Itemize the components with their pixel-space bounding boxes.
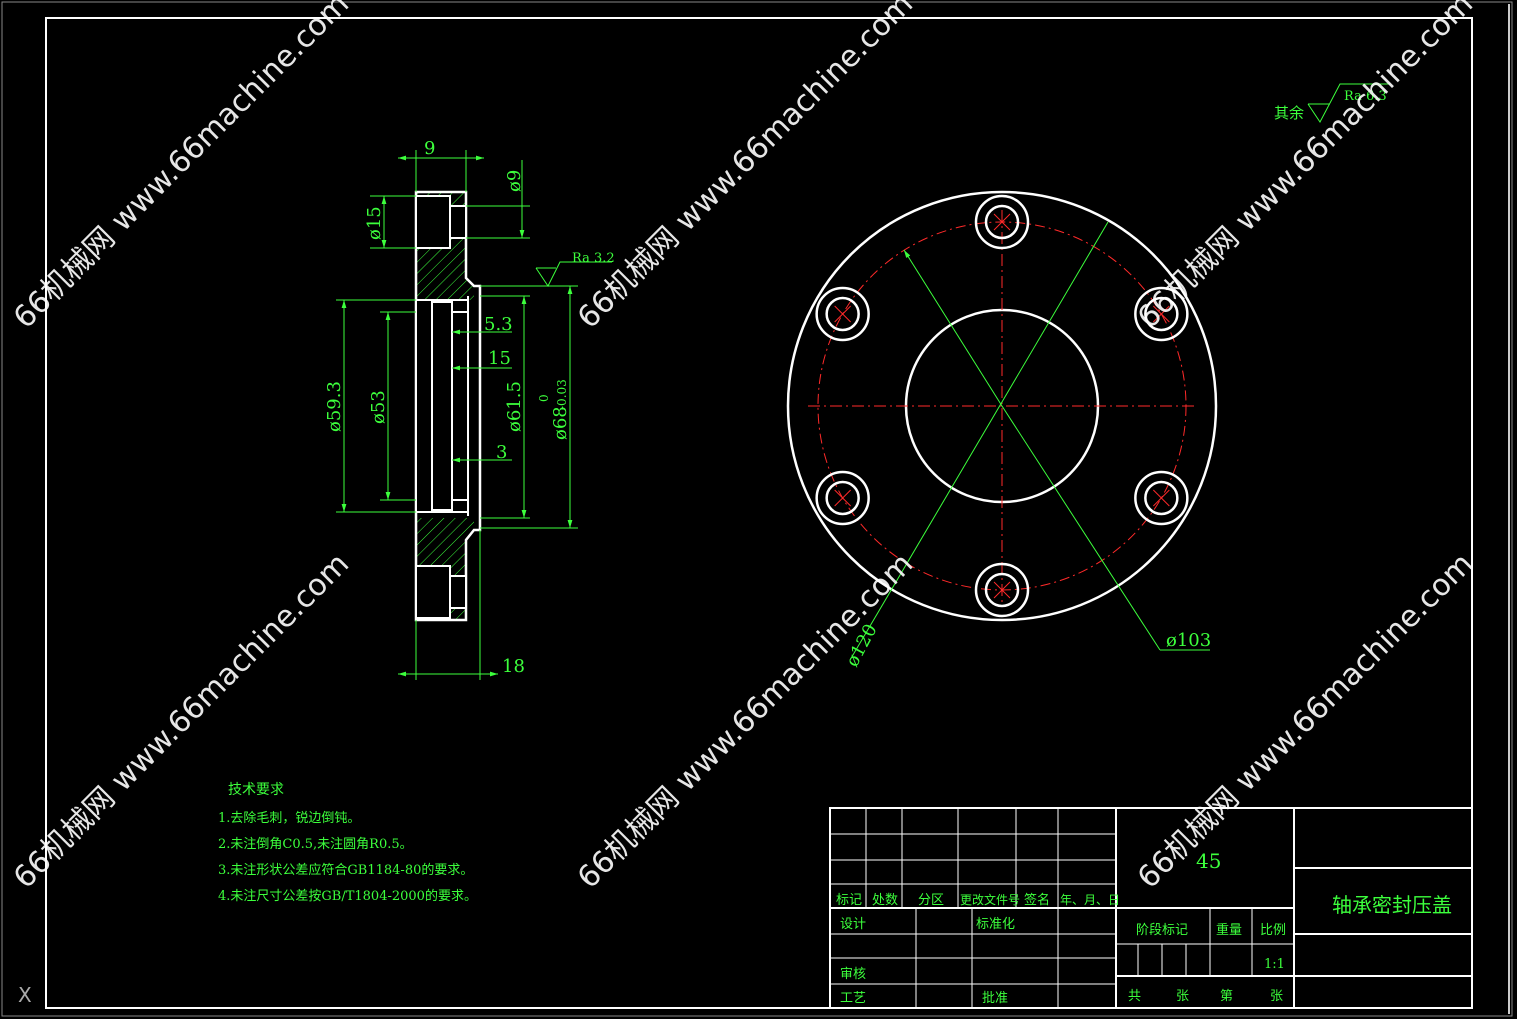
tech-requirements: 技术要求 1.去除毛刺，锐边倒钝。 2.未注倒角C0.5,未注圆角R0.5。 3… — [218, 782, 477, 904]
bolt-hole-center — [993, 213, 1011, 231]
surface-note-prefix: 其余 — [1274, 104, 1304, 122]
bolt-hole — [1134, 470, 1189, 526]
bolt-hole-center — [993, 581, 1011, 599]
header-count: 处数 — [872, 893, 898, 908]
bolt-hole — [974, 194, 1030, 250]
bolt-hole — [1144, 480, 1179, 516]
check-label: 审核 — [840, 967, 866, 982]
header-date: 年、月、日 — [1060, 893, 1120, 907]
dim-outer-dia: ø68 — [550, 406, 571, 440]
sheet-no-label: 第 — [1220, 989, 1233, 1004]
dim-top-width: 9 — [424, 138, 435, 159]
part-name: 轴承密封压盖 — [1332, 893, 1452, 917]
bolt-hole-center — [1152, 305, 1170, 323]
section-dimensions — [336, 150, 612, 680]
bolt-hole — [815, 286, 870, 342]
dim-groove-depth: 5.3 — [484, 314, 513, 335]
total-label: 共 — [1128, 989, 1141, 1004]
svg-text:X: X — [18, 983, 32, 1007]
bolt-hole — [815, 470, 870, 526]
bolt-hole-center — [834, 489, 852, 507]
header-zone: 分区 — [918, 893, 944, 908]
surface-note-value: Ra 6.3 — [1344, 89, 1387, 104]
bolt-hole — [974, 562, 1030, 618]
watermark: 66机械网 www.66machine.com — [1131, 0, 1480, 336]
dim-outer-tol-lower: -0.03 — [555, 379, 569, 410]
dim-outer-tol-upper: 0 — [537, 394, 551, 402]
roughness-label: Ra 3.2 — [572, 251, 615, 266]
dim-groove-dia: ø61.5 — [504, 381, 525, 432]
bolt-hole-center — [1152, 489, 1170, 507]
bolt-hole — [1144, 296, 1179, 332]
bolt-hole — [1134, 286, 1189, 342]
watermarks: 66机械网 www.66machine.com 66机械网 www.66mach… — [7, 0, 1480, 896]
sheets-label: 张 — [1176, 989, 1189, 1004]
section-dim-labels: 9 ø9 ø15 Ra 3.2 5.3 15 ø59.3 ø53 ø61.5 ø… — [324, 138, 615, 677]
standardize-label: 标准化 — [976, 917, 1015, 932]
tech-req-item: 3.未注形状公差应符合GB1184-80的要求。 — [218, 862, 473, 878]
surface-roughness-note: 其余 Ra 6.3 — [1274, 83, 1390, 123]
material: 45 — [1196, 849, 1221, 873]
weight-label: 重量 — [1216, 922, 1242, 938]
header-signature: 签名 — [1024, 892, 1050, 908]
dim-groove-width: 3 — [496, 442, 507, 463]
watermark: 66机械网 www.66machine.com — [7, 0, 356, 336]
header-change-doc: 更改文件号 — [960, 892, 1020, 907]
stage-mark-label: 阶段标记 — [1136, 923, 1188, 938]
dim-total-width: 18 — [502, 656, 525, 677]
dim-step-width: 15 — [488, 348, 511, 369]
dim-counterbore: ø15 — [364, 206, 385, 240]
bolt-holes — [815, 194, 1189, 618]
dim-inner-dia: ø59.3 — [324, 381, 345, 432]
tech-req-item: 4.未注尺寸公差按GB/T1804-2000的要求。 — [218, 888, 477, 904]
dim-small-hole: ø9 — [504, 170, 525, 192]
header-mark: 标记 — [836, 893, 862, 908]
dim-bolt-circle: ø103 — [1166, 630, 1211, 651]
scale-value: 1:1 — [1264, 957, 1285, 972]
tech-req-item: 2.未注倒角C0.5,未注圆角R0.5。 — [218, 837, 413, 852]
title-block — [829, 807, 1473, 1009]
approve-label: 批准 — [982, 991, 1008, 1006]
scale-label: 比例 — [1260, 923, 1286, 938]
tech-req-item: 1.去除毛刺，锐边倒钝。 — [218, 811, 360, 826]
bolt-hole — [984, 572, 1020, 608]
bolt-hole-center — [834, 305, 852, 323]
watermark: 66机械网 www.66machine.com — [571, 0, 920, 336]
dim-bore-dia: ø53 — [368, 390, 389, 424]
tech-req-title: 技术要求 — [228, 782, 284, 798]
bolt-hole — [825, 296, 860, 332]
watermark: 66机械网 www.66machine.com — [1131, 546, 1480, 895]
sheet-label: 张 — [1270, 989, 1283, 1004]
process-label: 工艺 — [840, 991, 866, 1006]
design-label: 设计 — [840, 917, 866, 932]
watermark: 66机械网 www.66machine.com — [571, 546, 920, 895]
bolt-hole — [984, 204, 1020, 240]
title-block-text: 45 轴承密封压盖 标记 处数 分区 更改文件号 签名 年、月、日 设计 标准化… — [836, 849, 1452, 1006]
bolt-hole — [825, 480, 860, 516]
section-view — [414, 190, 482, 622]
